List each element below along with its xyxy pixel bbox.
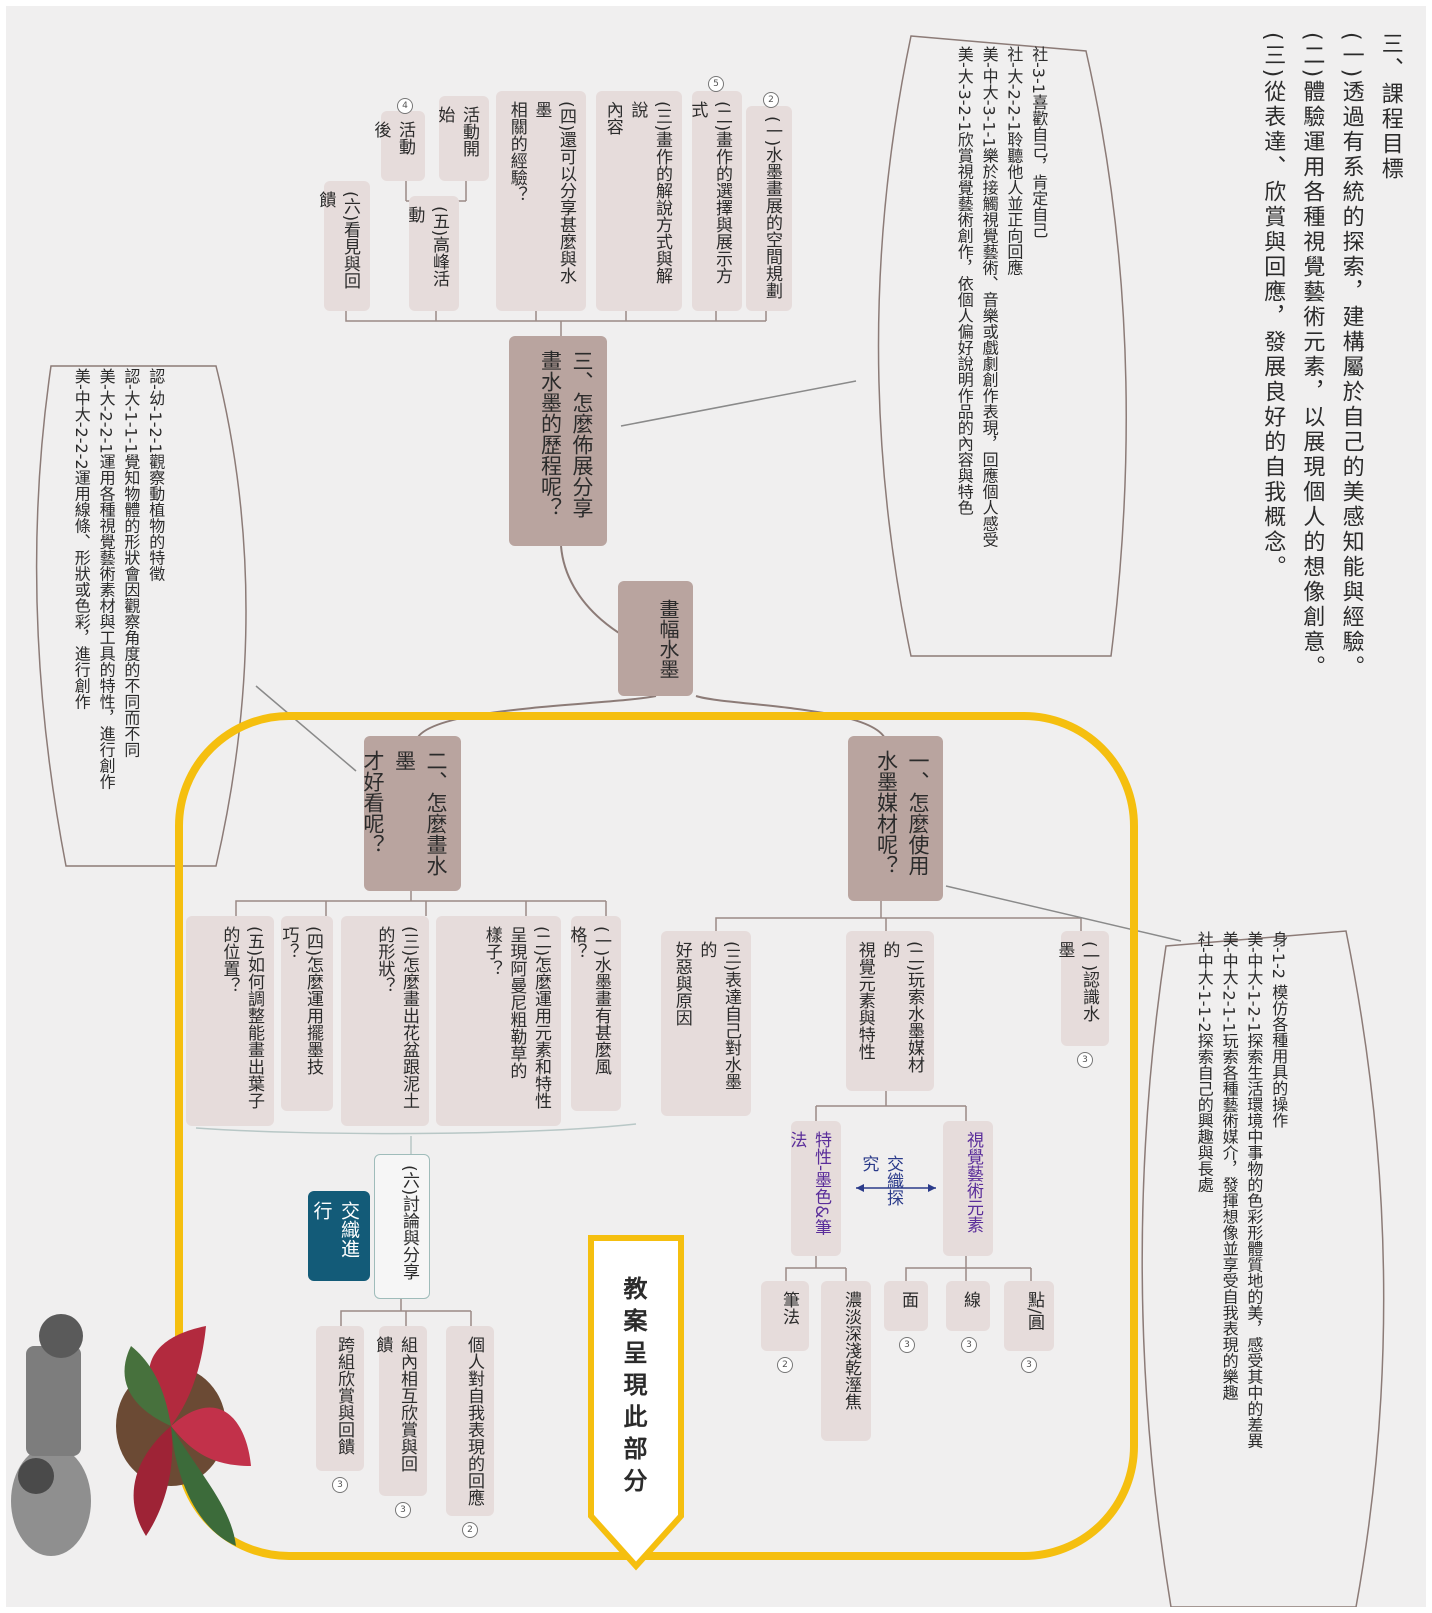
branch3-item-5[interactable]: (五)高峰活動 [404, 196, 459, 311]
branch3-node[interactable]: 三、怎麼佈展分享 畫水墨的歷程呢？ [509, 336, 607, 546]
center-node[interactable]: 畫幅水墨 [618, 581, 693, 696]
activity-after[interactable]: 活動後 [370, 111, 425, 181]
mind-map-canvas: 三、課程目標 (一)透過有系統的探索，建構屬於自己的美感知能與經驗。 (二)體驗… [6, 6, 1426, 1607]
share-item-3-badge: 3 [332, 1477, 348, 1493]
element-plane[interactable]: 面 [884, 1281, 928, 1331]
branch3-item-2-badge: 5 [708, 76, 724, 92]
plant-illustration [11, 1314, 251, 1556]
branch1-sub-2[interactable]: (二)玩索水墨媒材的 視覺元素與特性 [846, 931, 934, 1091]
note-left-standards: 認-幼-1-2-1觀察動植物的特徵 認-大-1-1-1覺知物體的形狀會因觀察角度… [71, 368, 166, 790]
branch3-item-3[interactable]: (三)畫作的解說方式與解說 內容 [596, 91, 682, 311]
trait-brush-badge: 2 [777, 1357, 793, 1373]
visual-elements-node[interactable]: 視覺藝術元素 [943, 1121, 993, 1256]
note-top-standards: 社-3-1喜歡自己，肯定自己 社-大-2-2-1聆聽他人並正向回應 美-中大-3… [954, 46, 1049, 548]
element-line[interactable]: 線 [946, 1281, 990, 1331]
branch1-sub-3[interactable]: (三)表達自己對水墨的 好惡與原因 [661, 931, 751, 1116]
goals-heading: 三、課程目標 [1377, 32, 1403, 182]
share-item-1-badge: 2 [462, 1522, 478, 1538]
branch1-sub-1[interactable]: (一)認識水墨 [1054, 931, 1109, 1046]
element-point-badge: 3 [1021, 1357, 1037, 1373]
share-item-2-badge: 3 [395, 1502, 411, 1518]
goal-item-3: (三)從表達、欣賞與回應，發展良好的自我概念。 [1260, 32, 1286, 581]
branch2-item-3[interactable]: (三)怎麼畫出花盆跟泥土 的形狀？ [341, 916, 429, 1126]
interplay-label: 交織探究 [858, 1155, 903, 1206]
lesson-plan-callout: 教案呈現此部分 [619, 1276, 647, 1500]
interweave-tag: 交織進行 [308, 1191, 370, 1281]
element-line-badge: 3 [961, 1337, 977, 1353]
branch2-node[interactable]: 二、怎麼畫水墨 才好看呢？ [361, 736, 461, 891]
discuss-share-node[interactable]: (六)討論與分享 [374, 1154, 430, 1299]
element-plane-badge: 3 [899, 1337, 915, 1353]
share-item-2[interactable]: 組內相互欣賞與回饋 [372, 1326, 427, 1496]
traits-node[interactable]: 特性-墨色&筆法 [786, 1121, 841, 1256]
trait-ink[interactable]: 濃淡深淺乾溼焦 [821, 1281, 871, 1441]
branch3-item-1[interactable]: (一)水墨畫展的空間規劃 [746, 106, 792, 311]
share-item-1[interactable]: 個人對自我表現的回應 [446, 1326, 494, 1516]
branch2-item-5[interactable]: (五)如何調整能畫出葉子 的位置？ [186, 916, 274, 1126]
branch3-item-4[interactable]: (四)還可以分享甚麼與水墨 相關的經驗？ [496, 91, 586, 311]
branch2-item-2[interactable]: (二)怎麼運用元素和特性 呈現阿曼尼粗勒草的 樣子？ [436, 916, 561, 1126]
branch3-item-1-badge: 2 [763, 92, 779, 108]
goal-item-1: (一)透過有系統的探索，建構屬於自己的美感知能與經驗。 [1338, 32, 1364, 681]
activity-after-badge: 4 [397, 98, 413, 114]
branch1-node[interactable]: 一、怎麼使用 水墨媒材呢？ [848, 736, 943, 901]
element-point[interactable]: 點/圓 [1004, 1281, 1054, 1351]
goal-item-2: (二)體驗運用各種視覺藝術元素，以展現個人的想像創意。 [1299, 32, 1325, 681]
course-goals: 三、課程目標 (一)透過有系統的探索，建構屬於自己的美感知能與經驗。 (二)體驗… [1251, 32, 1408, 680]
activity-start[interactable]: 活動開始 [434, 96, 489, 181]
branch2-item-1[interactable]: (一)水墨畫有甚麼風格？ [566, 916, 621, 1111]
connector-lines [11, 35, 1385, 1607]
share-item-3[interactable]: 跨組欣賞與回饋 [316, 1326, 364, 1471]
branch1-sub-1-badge: 3 [1077, 1052, 1093, 1068]
branch3-item-2[interactable]: (二)畫作的選擇與展示方式 [687, 91, 742, 311]
trait-brush[interactable]: 筆法 [761, 1281, 809, 1351]
branch2-item-4[interactable]: (四)怎麼運用擺墨技巧？ [278, 916, 333, 1111]
branch3-item-6[interactable]: (六)看見與回饋 [315, 181, 370, 311]
note-right-standards: 身-1-2 模仿各種用具的操作 美-中大-1-2-1探索生活環境中事物的色彩形體… [1194, 931, 1289, 1449]
